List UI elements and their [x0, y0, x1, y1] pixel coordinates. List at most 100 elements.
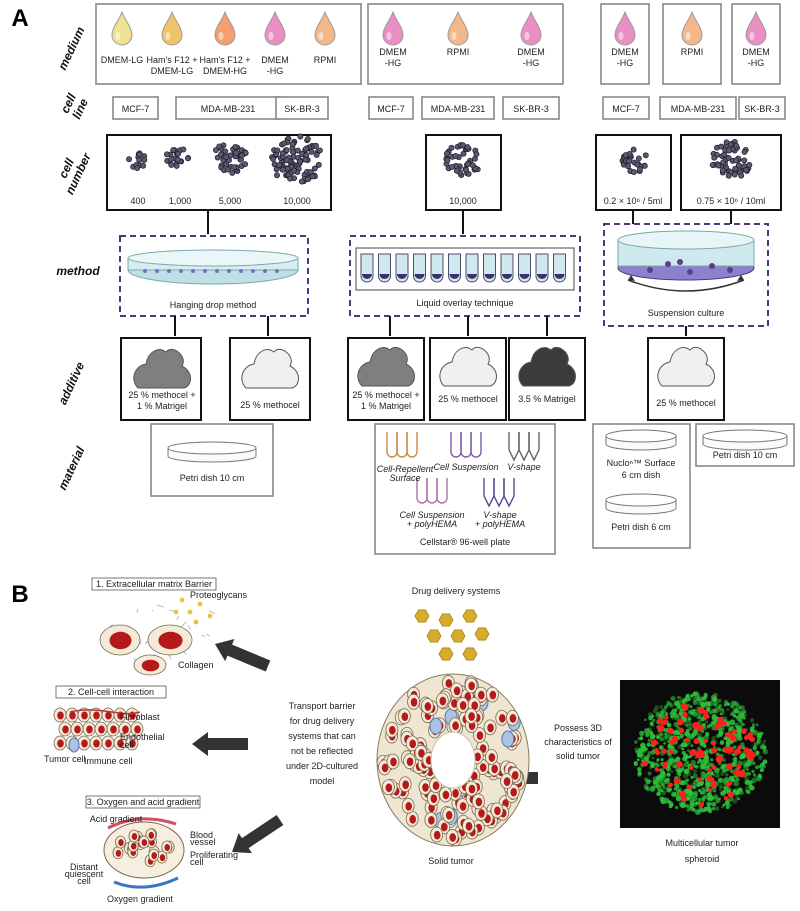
barrier-label: cell: [120, 740, 134, 750]
cell: [459, 142, 466, 149]
well-pellet: [449, 274, 460, 279]
cell: [738, 172, 745, 179]
green-cell: [696, 760, 701, 765]
panel-letter-b: B: [11, 581, 28, 608]
drug-carrier-hexagon: [474, 627, 490, 641]
tumor-nucleus: [511, 771, 519, 780]
spheroid-label: spheroid: [685, 854, 720, 864]
green-cell: [730, 700, 737, 707]
cell-line-box: [659, 96, 737, 120]
red-cell: [654, 750, 661, 756]
green-cell: [711, 735, 717, 741]
transport-barrier-text: model: [310, 776, 335, 786]
green-cell: [728, 725, 733, 730]
medium-label: RPMI: [681, 47, 704, 57]
row-label-material: material: [55, 444, 87, 492]
cell: [469, 162, 476, 169]
green-cell: [694, 809, 701, 816]
cell: [452, 152, 459, 159]
method-label: Hanging drop method: [170, 300, 257, 310]
tumor-nucleus: [424, 702, 432, 711]
medium-droplet-icon: [264, 10, 286, 46]
green-cell: [658, 712, 665, 719]
green-cell: [700, 764, 707, 770]
tumor-nucleus: [158, 631, 183, 650]
proteoglycan: [187, 609, 193, 615]
tumor-nucleus: [131, 833, 138, 840]
tumor-nucleus: [134, 725, 141, 734]
red-cell: [680, 702, 688, 709]
suspended-cell: [665, 261, 671, 267]
cell: [473, 151, 480, 158]
hanging-drop: [191, 269, 195, 273]
cell: [743, 167, 750, 173]
arrow-to-cell-interaction: [192, 732, 248, 756]
green-cell: [755, 752, 760, 756]
green-cell: [709, 795, 714, 800]
green-cell: [690, 744, 694, 748]
green-cell: [751, 777, 757, 784]
green-cell: [715, 733, 721, 739]
cell-number-label: 0.75 × 10⁶ / 10ml: [697, 196, 766, 206]
green-cell: [685, 718, 690, 723]
green-cell: [677, 787, 682, 792]
green-cell: [668, 744, 672, 748]
cell-cluster-icon: [269, 133, 323, 185]
green-cell: [647, 712, 654, 718]
green-cell: [698, 788, 702, 793]
tumor-nucleus: [488, 753, 496, 762]
barrier-label: quiescent: [65, 869, 104, 879]
cell: [223, 154, 230, 160]
green-cell: [717, 727, 722, 732]
transport-barrier-text: not be reflected: [291, 746, 353, 756]
green-cell: [697, 713, 703, 719]
red-cell: [703, 713, 710, 720]
medium-label: RPMI: [314, 55, 337, 65]
red-cell: [693, 738, 700, 745]
green-cell: [750, 718, 755, 723]
green-cell: [646, 788, 650, 792]
green-cell: [633, 761, 638, 766]
green-cell: [656, 735, 660, 740]
cell: [297, 158, 304, 165]
cell: [283, 147, 290, 154]
row-label-additive-text: additive: [55, 360, 87, 407]
cell: [625, 163, 632, 170]
red-cell: [748, 755, 754, 761]
red-cell: [727, 781, 733, 786]
green-cell: [732, 756, 738, 762]
plate-well-label: Cell Suspension: [399, 510, 464, 520]
green-cell: [679, 707, 683, 712]
green-cell: [707, 809, 713, 814]
panel-letter-a: A: [11, 5, 28, 32]
possess-3d-text: solid tumor: [556, 751, 600, 761]
cell-line-label: SK-BR-3: [513, 104, 549, 114]
medium-label: -HG: [267, 66, 284, 76]
cell: [626, 158, 632, 165]
tumor-nucleus: [468, 681, 475, 691]
tumor-nucleus: [432, 781, 440, 791]
green-cell: [682, 773, 689, 779]
green-cell: [646, 742, 651, 747]
cell: [297, 133, 304, 140]
green-cell: [667, 701, 673, 707]
tumor-nucleus: [491, 764, 498, 774]
cell: [641, 162, 648, 169]
additive-label: 1 % Matrigel: [137, 401, 187, 411]
tumor-nucleus: [433, 830, 441, 840]
green-cell: [760, 744, 765, 750]
green-cell: [734, 708, 740, 714]
droplet-shine: [685, 32, 691, 40]
red-cell: [678, 727, 685, 733]
green-cell: [725, 805, 730, 810]
green-cell: [677, 768, 683, 774]
proteoglycan: [193, 619, 199, 625]
green-cell: [726, 787, 732, 793]
green-cell: [688, 722, 693, 727]
green-cell: [731, 710, 736, 715]
cell: [448, 144, 455, 151]
tumor-nucleus: [494, 806, 501, 816]
green-cell: [721, 805, 724, 809]
green-cell: [676, 725, 680, 730]
green-cell: [737, 710, 744, 717]
